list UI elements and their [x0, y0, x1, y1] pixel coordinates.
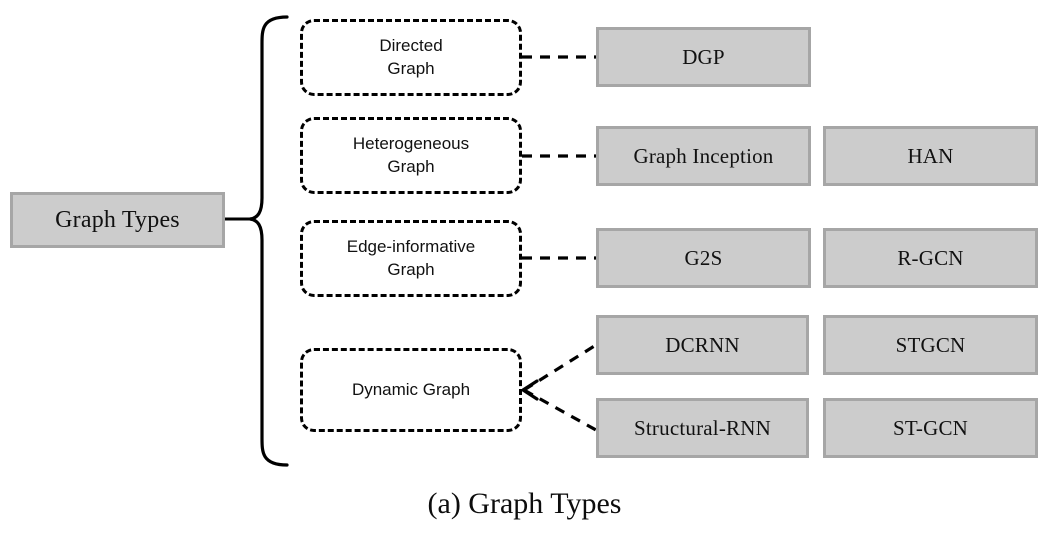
- curly-brace: [249, 15, 289, 467]
- model-box-dgp[interactable]: DGP: [596, 27, 811, 87]
- model-box-structural-rnn[interactable]: Structural-RNN: [596, 398, 809, 458]
- model-label: Graph Inception: [633, 143, 774, 168]
- model-label: R-GCN: [897, 245, 964, 270]
- model-box-st-gcn[interactable]: ST-GCN: [823, 398, 1038, 458]
- model-box-dcrnn[interactable]: DCRNN: [596, 315, 809, 375]
- category-box-heterogeneous-graph[interactable]: Heterogeneous Graph: [300, 117, 522, 194]
- model-box-stgcn[interactable]: STGCN: [823, 315, 1038, 375]
- category-label-directed-graph: Directed Graph: [379, 35, 442, 81]
- category-box-dynamic-graph[interactable]: Dynamic Graph: [300, 348, 522, 432]
- category-box-edge-informative-graph[interactable]: Edge-informative Graph: [300, 220, 522, 297]
- model-box-g2s[interactable]: G2S: [596, 228, 811, 288]
- category-label-heterogeneous-graph: Heterogeneous Graph: [353, 133, 469, 179]
- category-label-dynamic-graph: Dynamic Graph: [352, 379, 470, 402]
- model-box-graph-inception[interactable]: Graph Inception: [596, 126, 811, 186]
- category-label-line-2: Graph: [387, 156, 435, 176]
- category-label-line-2: Graph: [387, 58, 435, 78]
- category-label-line-1: Dynamic Graph: [351, 379, 471, 399]
- model-label: DGP: [682, 44, 725, 69]
- branch-arrowhead: [520, 379, 539, 401]
- model-box-r-gcn[interactable]: R-GCN: [823, 228, 1038, 288]
- model-label: Structural-RNN: [634, 415, 771, 440]
- category-label-line-1: Heterogeneous: [352, 133, 470, 153]
- model-label: HAN: [907, 143, 954, 168]
- model-label: DCRNN: [665, 332, 740, 357]
- dashed-link-dynamic-graph-upper: [523, 343, 597, 392]
- category-label-line-1: Edge-informative: [346, 236, 476, 256]
- dashed-link-dynamic-graph-lower: [523, 388, 597, 432]
- category-label-line-2: Graph: [387, 259, 435, 279]
- model-label: G2S: [684, 245, 723, 270]
- figure-caption: (a) Graph Types: [427, 487, 622, 520]
- category-label-line-1: Directed: [379, 35, 443, 55]
- model-box-han[interactable]: HAN: [823, 126, 1038, 186]
- model-label: STGCN: [895, 332, 966, 357]
- model-label: ST-GCN: [892, 415, 969, 440]
- category-label-edge-informative-graph: Edge-informative Graph: [347, 236, 476, 282]
- root-box-graph-types[interactable]: Graph Types: [10, 192, 225, 248]
- category-box-directed-graph[interactable]: Directed Graph: [300, 19, 522, 96]
- root-box-label: Graph Types: [55, 206, 180, 233]
